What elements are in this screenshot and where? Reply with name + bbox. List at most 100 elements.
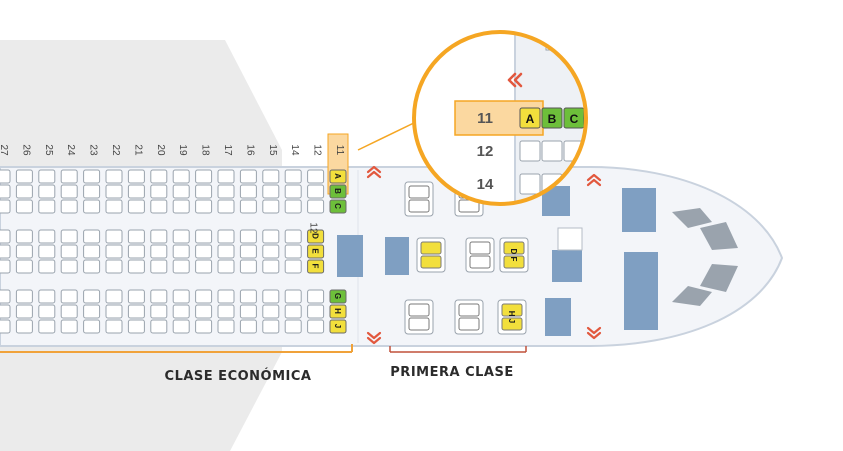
seat-icon[interactable] [60, 289, 78, 304]
seat-icon[interactable] [195, 244, 213, 259]
seat-icon[interactable] [0, 229, 11, 244]
seat-icon[interactable] [307, 229, 325, 244]
seat-icon[interactable] [284, 229, 302, 244]
seat-icon[interactable] [262, 259, 280, 274]
seat-icon[interactable] [519, 107, 541, 129]
seat-icon[interactable] [284, 199, 302, 214]
seat-icon[interactable] [38, 199, 56, 214]
seat-icon[interactable] [195, 289, 213, 304]
seat-icon[interactable] [239, 229, 257, 244]
seat-icon[interactable] [127, 229, 145, 244]
seat-icon[interactable] [0, 244, 11, 259]
seat-icon[interactable] [541, 107, 563, 129]
seat-icon[interactable] [284, 169, 302, 184]
seat-icon[interactable] [329, 304, 347, 319]
seat-icon[interactable] [217, 319, 235, 334]
seat-icon[interactable] [150, 244, 168, 259]
seat-icon[interactable] [127, 289, 145, 304]
seat-icon[interactable] [105, 244, 123, 259]
seat-icon[interactable] [127, 244, 145, 259]
seat-icon[interactable] [329, 319, 347, 334]
seat-icon[interactable] [307, 289, 325, 304]
seat-icon[interactable] [15, 199, 33, 214]
seat-icon[interactable] [83, 289, 101, 304]
seat-icon[interactable] [60, 259, 78, 274]
seat-icon[interactable] [150, 229, 168, 244]
seat-icon[interactable] [195, 304, 213, 319]
seat-icon[interactable] [217, 259, 235, 274]
seat-icon[interactable] [83, 319, 101, 334]
seat-icon[interactable] [195, 319, 213, 334]
seat-icon[interactable] [105, 229, 123, 244]
seat-icon[interactable] [60, 304, 78, 319]
seat-icon[interactable] [307, 244, 325, 259]
seat-icon[interactable] [262, 199, 280, 214]
seat-icon[interactable] [127, 319, 145, 334]
seat-icon[interactable] [217, 184, 235, 199]
first-class-seat[interactable]: H J [497, 299, 527, 335]
seat-icon[interactable] [329, 184, 347, 199]
seat-icon[interactable] [60, 229, 78, 244]
seat-icon[interactable] [38, 289, 56, 304]
seat-icon[interactable] [262, 229, 280, 244]
seat-icon[interactable] [239, 184, 257, 199]
seat-icon[interactable] [127, 304, 145, 319]
seat-icon[interactable] [105, 304, 123, 319]
seat-icon[interactable] [239, 169, 257, 184]
seat-icon[interactable] [15, 259, 33, 274]
seat-icon[interactable] [83, 169, 101, 184]
seat-icon[interactable] [38, 259, 56, 274]
seat-icon[interactable] [105, 259, 123, 274]
seat-icon[interactable] [38, 319, 56, 334]
seat-icon[interactable] [307, 199, 325, 214]
seat-icon[interactable] [0, 304, 11, 319]
seat-icon[interactable] [541, 140, 563, 162]
seat-icon[interactable] [15, 169, 33, 184]
seat-icon[interactable] [150, 199, 168, 214]
seat-icon[interactable] [195, 199, 213, 214]
seat-icon[interactable] [15, 244, 33, 259]
seat-icon[interactable] [329, 169, 347, 184]
seat-icon[interactable] [127, 184, 145, 199]
seat-icon[interactable] [172, 319, 190, 334]
seat-icon[interactable] [127, 259, 145, 274]
seat-icon[interactable] [105, 184, 123, 199]
seat-icon[interactable] [15, 319, 33, 334]
seat-icon[interactable] [239, 304, 257, 319]
seat-icon[interactable] [284, 289, 302, 304]
seat-icon[interactable] [150, 184, 168, 199]
seat-icon[interactable] [329, 199, 347, 214]
first-class-seat[interactable] [465, 237, 495, 273]
seat-icon[interactable] [127, 199, 145, 214]
seat-icon[interactable] [0, 259, 11, 274]
first-class-seat[interactable] [454, 299, 484, 335]
seat-icon[interactable] [172, 229, 190, 244]
seat-icon[interactable] [217, 169, 235, 184]
seat-icon[interactable] [83, 304, 101, 319]
seat-icon[interactable] [60, 199, 78, 214]
seat-icon[interactable] [239, 289, 257, 304]
first-class-seat[interactable] [416, 237, 446, 273]
seat-icon[interactable] [172, 304, 190, 319]
seat-icon[interactable] [105, 199, 123, 214]
seat-icon[interactable] [217, 229, 235, 244]
seat-icon[interactable] [239, 244, 257, 259]
seat-icon[interactable] [83, 244, 101, 259]
seat-icon[interactable] [217, 304, 235, 319]
seat-icon[interactable] [307, 184, 325, 199]
seat-icon[interactable] [239, 259, 257, 274]
seat-icon[interactable] [195, 229, 213, 244]
seat-icon[interactable] [60, 244, 78, 259]
seat-icon[interactable] [329, 289, 347, 304]
first-class-seat[interactable] [404, 299, 434, 335]
seat-icon[interactable] [0, 184, 11, 199]
seat-icon[interactable] [15, 289, 33, 304]
seat-icon[interactable] [262, 304, 280, 319]
seat-icon[interactable] [262, 289, 280, 304]
seat-icon[interactable] [239, 199, 257, 214]
seat-icon[interactable] [262, 184, 280, 199]
seat-icon[interactable] [307, 169, 325, 184]
seat-icon[interactable] [105, 289, 123, 304]
seat-icon[interactable] [284, 304, 302, 319]
seat-icon[interactable] [239, 319, 257, 334]
